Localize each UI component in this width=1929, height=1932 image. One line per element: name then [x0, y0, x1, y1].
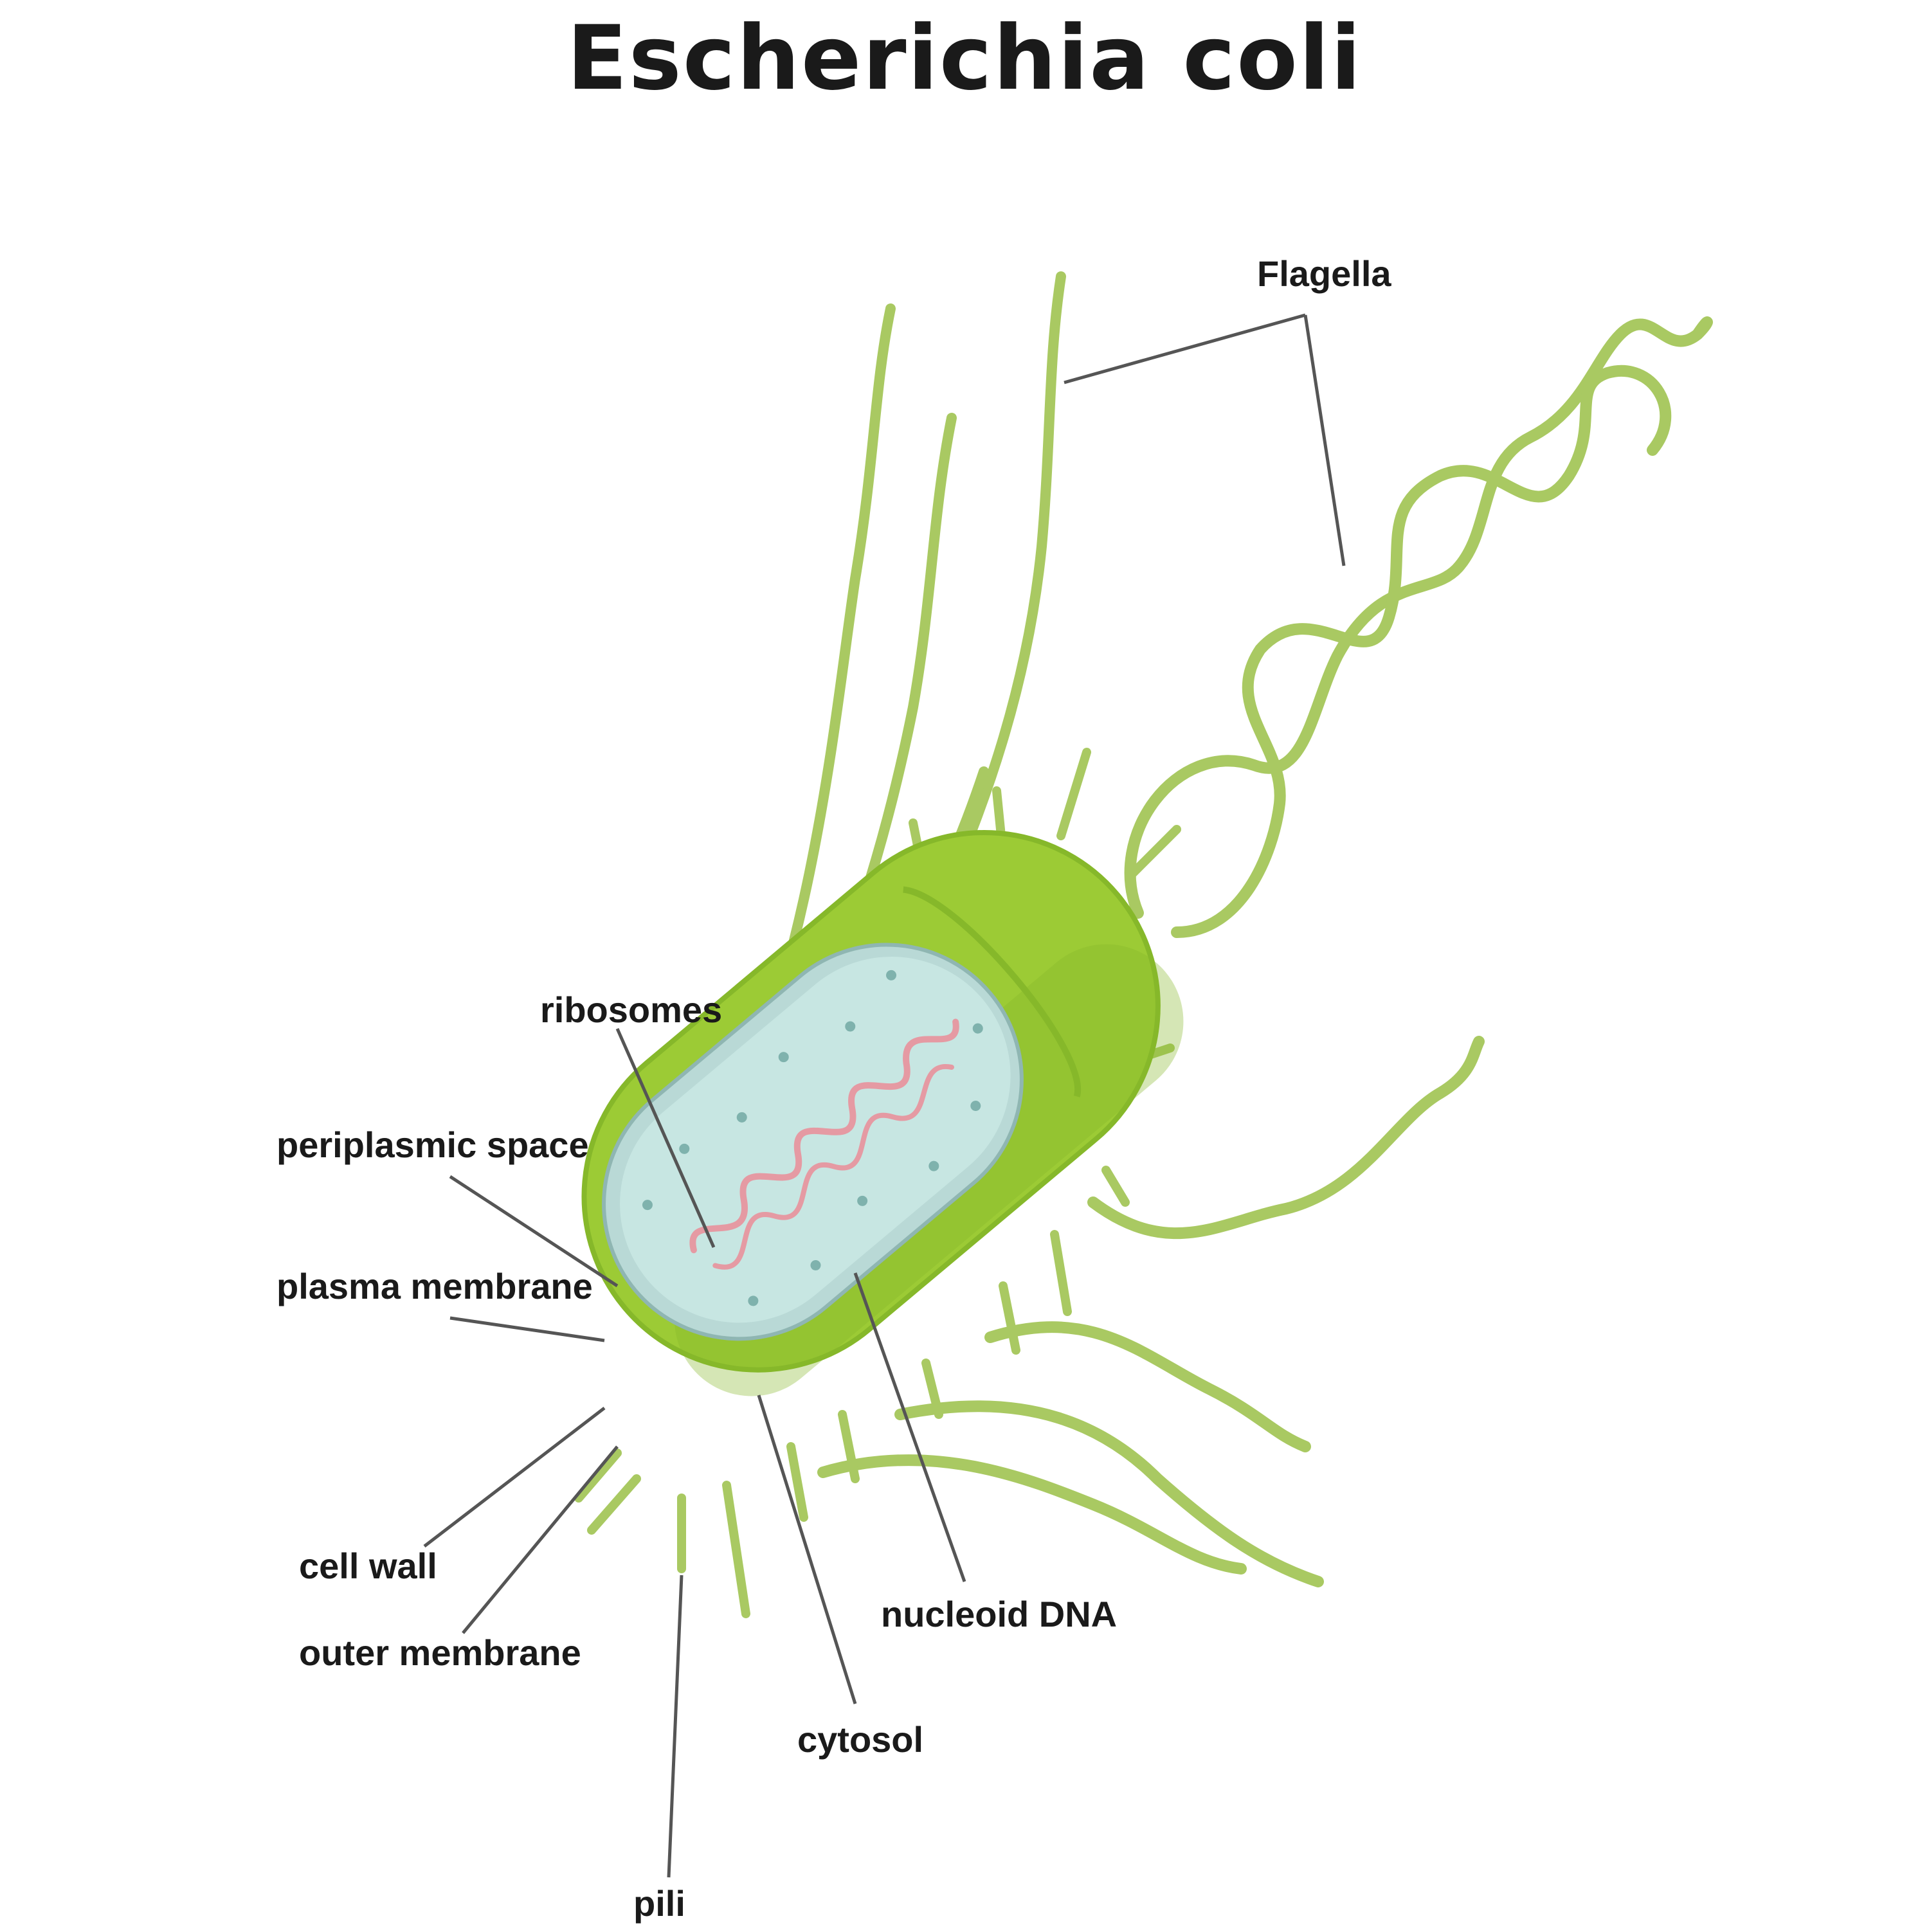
leader-periplasmic-space	[449, 1175, 619, 1288]
label-plasma-membrane: plasma membrane	[276, 1266, 593, 1306]
pilus	[1056, 748, 1091, 840]
ribosome	[679, 1143, 690, 1154]
leader-cell-wall	[423, 1407, 606, 1548]
helical-flagellum	[1124, 316, 1713, 938]
pilus	[838, 1410, 860, 1483]
pilus	[1146, 1043, 1175, 1059]
lower-flagella	[817, 1036, 1485, 1587]
leader-lines	[423, 313, 1346, 1878]
label-cytosol: cytosol	[797, 1719, 923, 1760]
ribosome	[736, 1112, 747, 1123]
leader-nucleoid-dna	[853, 1272, 966, 1582]
pilus	[722, 1481, 750, 1618]
leader-flagella-b	[1303, 314, 1346, 566]
nucleoid-dna	[689, 1018, 959, 1254]
label-ribosomes: ribosomes	[540, 989, 722, 1030]
ribosome	[642, 1200, 653, 1211]
ribosome	[778, 1052, 789, 1063]
leader-flagella-a	[1064, 313, 1306, 384]
leader-cytosol	[757, 1395, 857, 1704]
pilus	[999, 1281, 1020, 1355]
bacterium-body	[581, 830, 1184, 1396]
ribosome	[970, 1100, 981, 1111]
label-flagella: Flagella	[1257, 253, 1391, 294]
flagellum-lower-3	[894, 1400, 1324, 1587]
label-pili: pili	[633, 1883, 685, 1924]
pilus	[587, 1474, 641, 1535]
cut-edge	[903, 886, 1082, 1097]
label-cell-wall: cell wall	[299, 1546, 437, 1586]
leader-ribosomes	[615, 1027, 716, 1249]
pilus	[1101, 1166, 1130, 1207]
pilus	[921, 1359, 943, 1419]
leader-pili	[667, 1575, 684, 1878]
ribosome	[810, 1259, 821, 1270]
ribosome	[928, 1160, 939, 1171]
flagellum-lower-2	[984, 1321, 1311, 1452]
helix-strand-a	[1124, 316, 1713, 919]
ribosome	[845, 1021, 856, 1032]
flagellum-lower-4	[817, 1454, 1247, 1575]
helix-strand-b	[1171, 365, 1672, 938]
leader-plasma-membrane	[449, 1316, 605, 1342]
pilus	[1127, 825, 1181, 879]
label-periplasmic-space: periplasmic space	[276, 1124, 589, 1165]
ribosome	[886, 970, 897, 980]
label-outer-membrane: outer membrane	[299, 1632, 581, 1673]
ribosome	[748, 1296, 759, 1306]
flagellum-lower-1	[1087, 1036, 1485, 1240]
pili-group	[574, 748, 1181, 1618]
label-nucleoid-dna: nucleoid DNA	[881, 1594, 1117, 1634]
ribosomes-dots	[642, 970, 983, 1306]
diagram-title: Escherichia coli	[566, 6, 1363, 110]
pilus	[786, 1442, 808, 1522]
pilus	[1050, 1230, 1072, 1316]
labels: Flagella ribosomes periplasmic space pla…	[276, 253, 1391, 1924]
ribosome	[857, 1195, 868, 1206]
pilus	[574, 1449, 622, 1503]
leader-outer-membrane	[462, 1445, 619, 1634]
ribosome	[972, 1023, 983, 1034]
nucleoid-dna-2	[712, 1063, 954, 1270]
flagellum-upper-3	[914, 271, 1066, 957]
